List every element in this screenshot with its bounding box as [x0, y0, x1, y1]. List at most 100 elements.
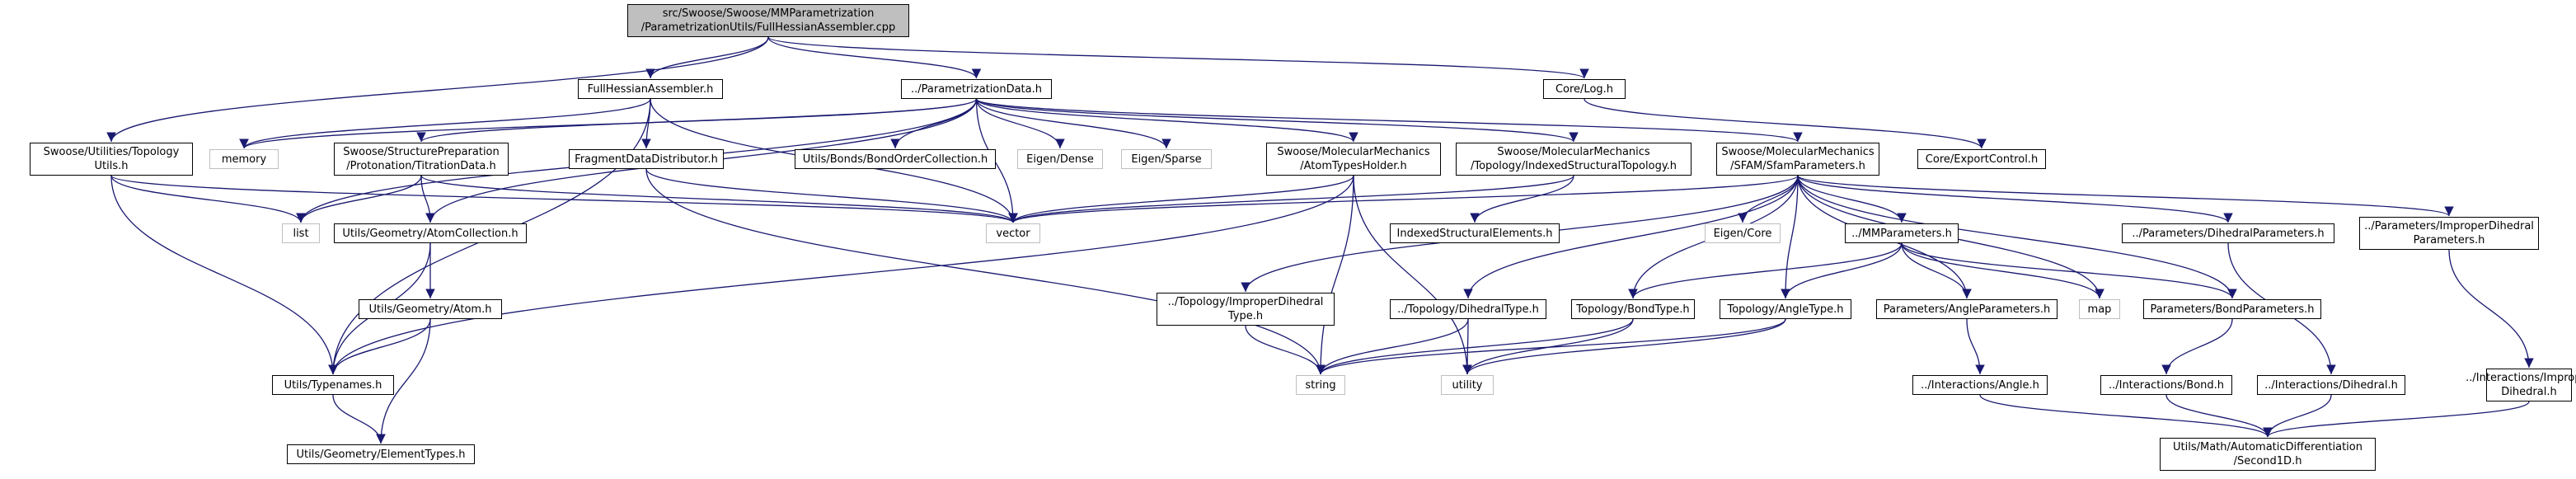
node-titrationdata-h[interactable]: Swoose/StructurePreparation /Protonation… [334, 143, 509, 176]
node-label-line: Dihedral.h [2501, 386, 2557, 398]
edge-titration-to-atomcoll [420, 175, 435, 223]
node-indexedstructuralelements-h[interactable]: IndexedStructuralElements.h [1390, 223, 1560, 243]
node-interactions-improperdihedral-h[interactable]: ../Interactions/Improper Dihedral.h [2466, 369, 2576, 402]
node-label-line: src/Swoose/Swoose/MMParametrization [662, 7, 875, 20]
node-dihedraltype-h[interactable]: ../Topology/DihedralType.h [1390, 299, 1546, 319]
edge-atomtypes-to-vector [1008, 175, 1354, 223]
node-core-log-h[interactable]: Core/Log.h [1543, 79, 1626, 99]
node-interactions-bond-h[interactable]: ../Interactions/Bond.h [2100, 375, 2232, 395]
node-label-line: ../Topology/ImproperDihedral [1167, 296, 1324, 308]
node-eigen-core[interactable]: Eigen/Core [1705, 223, 1781, 243]
node-label-line: Swoose/MolecularMechanics [1497, 146, 1650, 158]
edge-bondtype-to-string [1316, 318, 1634, 375]
node-angleparameters-h[interactable]: Parameters/AngleParameters.h [1876, 299, 2058, 319]
node-label: Topology/AngleType.h [1727, 303, 1844, 316]
edge-mmparams-to-map [1901, 242, 2104, 299]
edge-impdihedtype-to-string [1245, 325, 1326, 375]
node-label-line: /Topology/IndexedStructuralTopology.h [1470, 160, 1677, 172]
node-eigen-dense[interactable]: Eigen/Dense [1017, 149, 1103, 169]
node-label-line: Utils.h [94, 160, 129, 172]
node-label: list [293, 227, 309, 240]
node-sfamparameters-h[interactable]: Swoose/MolecularMechanics /SFAM/SfamPara… [1716, 143, 1879, 176]
node-list[interactable]: list [282, 223, 320, 243]
node-second1d-h[interactable]: Utils/Math/AutomaticDifferentiation /Sec… [2160, 438, 2376, 471]
edge-pd-to-eigdense [975, 98, 1065, 149]
edge-indexed-to-idxelem [1470, 175, 1574, 223]
edge-topo-to-vector [110, 175, 1018, 223]
node-map[interactable]: map [2079, 299, 2120, 319]
edge-angleparams-to-iangle [1966, 318, 1985, 375]
node-label: vector [996, 227, 1030, 240]
node-interactions-dihedral-h[interactable]: ../Interactions/Dihedral.h [2257, 375, 2405, 395]
node-dihedralparameters-h[interactable]: ../Parameters/DihedralParameters.h [2122, 223, 2334, 243]
edge-dihedtype-to-string [1316, 318, 1469, 375]
edge-angletype-to-utility [1462, 318, 1786, 375]
node-atomtypesholder-h[interactable]: Swoose/MolecularMechanics /AtomTypesHold… [1266, 143, 1441, 176]
edge-log-to-export [1584, 98, 1987, 149]
edge-indexed-to-vector [1008, 175, 1574, 223]
node-bondparameters-h[interactable]: Parameters/BondParameters.h [2143, 299, 2321, 319]
edge-mmparams-to-angletype [1781, 242, 1903, 299]
node-elementtypes-h[interactable]: Utils/Geometry/ElementTypes.h [287, 444, 475, 464]
edge-atomtypes-to-string [1316, 175, 1354, 375]
node-vector[interactable]: vector [986, 223, 1040, 243]
node-typenames-h[interactable]: Utils/Typenames.h [272, 375, 394, 395]
node-memory[interactable]: memory [209, 149, 279, 169]
edge-pd-to-atomtypes [975, 98, 1358, 143]
edge-pd-to-sfam [975, 98, 1803, 143]
node-bondtype-h[interactable]: Topology/BondType.h [1571, 299, 1695, 319]
edge-pd-to-indexed [975, 98, 1579, 143]
node-eigen-sparse[interactable]: Eigen/Sparse [1121, 149, 1212, 169]
edge-root-to-fha [645, 36, 769, 79]
edge-atom-to-typenames [328, 318, 431, 375]
node-bondordercollection-h[interactable]: Utils/Bonds/BondOrderCollection.h [795, 149, 996, 169]
node-label: map [2087, 303, 2112, 316]
node-label-line: /ParametrizationUtils/FullHessianAssembl… [640, 21, 896, 34]
edge-typenames-to-elemtypes [332, 394, 386, 444]
node-indexedstructuraltopology-h[interactable]: Swoose/MolecularMechanics /Topology/Inde… [1456, 143, 1692, 176]
edge-sfam-to-dihedparams [1797, 175, 2233, 223]
node-core-exportcontrol-h[interactable]: Core/ExportControl.h [1917, 149, 2046, 169]
node-label-line: /Protonation/TitrationData.h [346, 160, 496, 172]
node-label: ../Parameters/DihedralParameters.h [2132, 227, 2325, 240]
node-topologyutils-h[interactable]: Swoose/Utilities/Topology Utils.h [30, 143, 193, 176]
edge-sfam-to-mmparams [1797, 175, 1907, 223]
node-atomcollection-h[interactable]: Utils/Geometry/AtomCollection.h [334, 223, 527, 243]
edge-idihed-to-second1d [2263, 394, 2332, 438]
edge-topo-to-typenames [110, 175, 338, 375]
node-string[interactable]: string [1296, 375, 1345, 395]
node-label: Parameters/AngleParameters.h [1883, 303, 2051, 316]
node-fragmentdatadistributor-h[interactable]: FragmentDataDistributor.h [569, 149, 724, 169]
edge-dihedtype-to-utility [1462, 318, 1472, 375]
node-atom-h[interactable]: Utils/Geometry/Atom.h [359, 299, 502, 319]
edge-iimpdihed-to-second1d [2263, 401, 2530, 438]
node-label: ../Topology/DihedralType.h [1397, 303, 1539, 316]
node-label: Parameters/BondParameters.h [2150, 303, 2315, 316]
edge-fragdist-to-vector [645, 168, 1018, 223]
node-label: Utils/Bonds/BondOrderCollection.h [802, 153, 988, 166]
node-parametrizationdata-h[interactable]: ../ParametrizationData.h [901, 79, 1052, 99]
node-label: utility [1452, 378, 1483, 392]
edge-root-to-log [767, 36, 1589, 79]
node-label: string [1305, 378, 1336, 392]
edge-sfam-to-impdihedparams [1797, 175, 2454, 217]
node-label-line: Swoose/Utilities/Topology [43, 146, 180, 158]
node-fullhessianassembler-h[interactable]: FullHessianAssembler.h [578, 79, 723, 99]
edge-mmparams-to-bondparams [1901, 242, 2237, 299]
node-improperdihedralparameters-h[interactable]: ../Parameters/ImproperDihedral Parameter… [2359, 217, 2539, 250]
edge-iangle-to-second1d [1979, 394, 2273, 438]
edge-mmparams-to-angleparams [1901, 242, 1972, 299]
node-label-line: Utils/Math/AutomaticDifferentiation [2172, 441, 2363, 453]
edge-sfam-to-vector [1008, 175, 1799, 223]
node-label: Eigen/Dense [1026, 153, 1094, 166]
node-label-line: /SFAM/SfamParameters.h [1730, 160, 1865, 172]
edge-pd-to-eigsparse [975, 98, 1171, 149]
node-label: ../ParametrizationData.h [911, 82, 1042, 96]
node-utility[interactable]: utility [1441, 375, 1494, 395]
node-angletype-h[interactable]: Topology/AngleType.h [1720, 299, 1851, 319]
node-interactions-angle-h[interactable]: ../Interactions/Angle.h [1912, 375, 2048, 395]
edge-bondparams-to-ibond [2161, 318, 2233, 375]
node-label-line: Swoose/MolecularMechanics [1277, 146, 1430, 158]
node-mmparameters-h[interactable]: ../MMParameters.h [1845, 223, 1959, 243]
node-improperdihedraltype-h[interactable]: ../Topology/ImproperDihedral Type.h [1157, 293, 1335, 326]
